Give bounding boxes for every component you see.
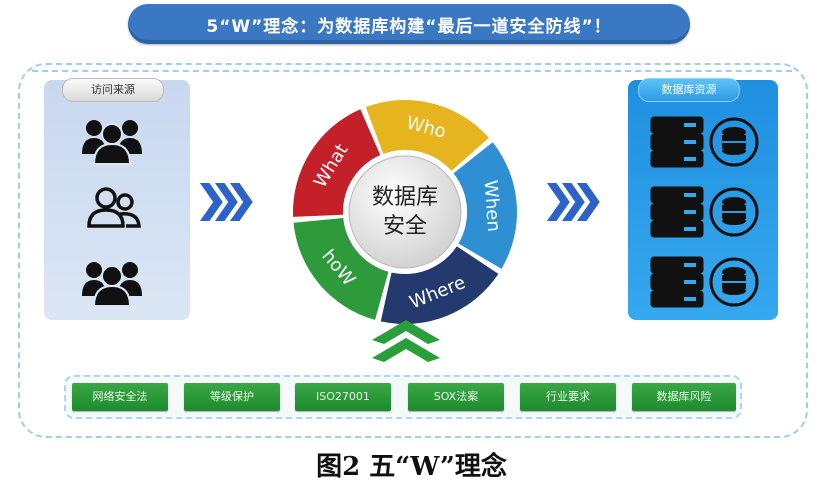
- ring-segment-who: [365, 100, 489, 171]
- user-group-icon: [82, 120, 142, 165]
- user-group-icon: [82, 262, 142, 307]
- database-server-icon: [650, 186, 759, 238]
- standards-bar: [64, 375, 742, 419]
- standard-database-risk: 数据库风险: [632, 383, 736, 411]
- ring-segment-where: [380, 246, 499, 324]
- figure-caption: 图2 五“W”理念: [316, 452, 507, 482]
- users-outline-icon: [87, 187, 141, 228]
- outer-frame: [18, 63, 808, 438]
- standard-iso27001: ISO27001: [295, 383, 391, 411]
- flow-arrow-right-icon: [543, 181, 603, 223]
- flow-arrow-left-icon: [196, 181, 256, 223]
- access-source-label: 访问来源: [62, 78, 164, 102]
- up-arrow-icon: [372, 320, 440, 362]
- ring-segment-what: [293, 109, 381, 217]
- standard-cybersecurity-law: 网络安全法: [72, 383, 168, 411]
- ring-segment-when: [453, 142, 517, 269]
- standard-sox-act: SOX法案: [408, 383, 504, 411]
- title-banner: 5“W”理念：为数据库构建“最后一道安全防线”！: [128, 4, 690, 44]
- ring-segment-how: [293, 217, 389, 320]
- center-hub: [348, 155, 462, 269]
- center-text-line1: 数据库: [372, 185, 438, 210]
- standard-classified-protection: 等级保护: [184, 383, 280, 411]
- title-text: 5“W”理念：为数据库构建“最后一道安全防线”！: [206, 16, 612, 37]
- ring-label-when: When: [480, 179, 505, 232]
- database-resource-label: 数据库资源: [638, 78, 740, 102]
- center-text-line2: 安全: [383, 214, 427, 239]
- frame-top-line: [32, 70, 792, 72]
- standard-industry-requirements: 行业要求: [520, 383, 616, 411]
- database-server-icon: [650, 256, 759, 308]
- database-server-icon: [650, 116, 759, 168]
